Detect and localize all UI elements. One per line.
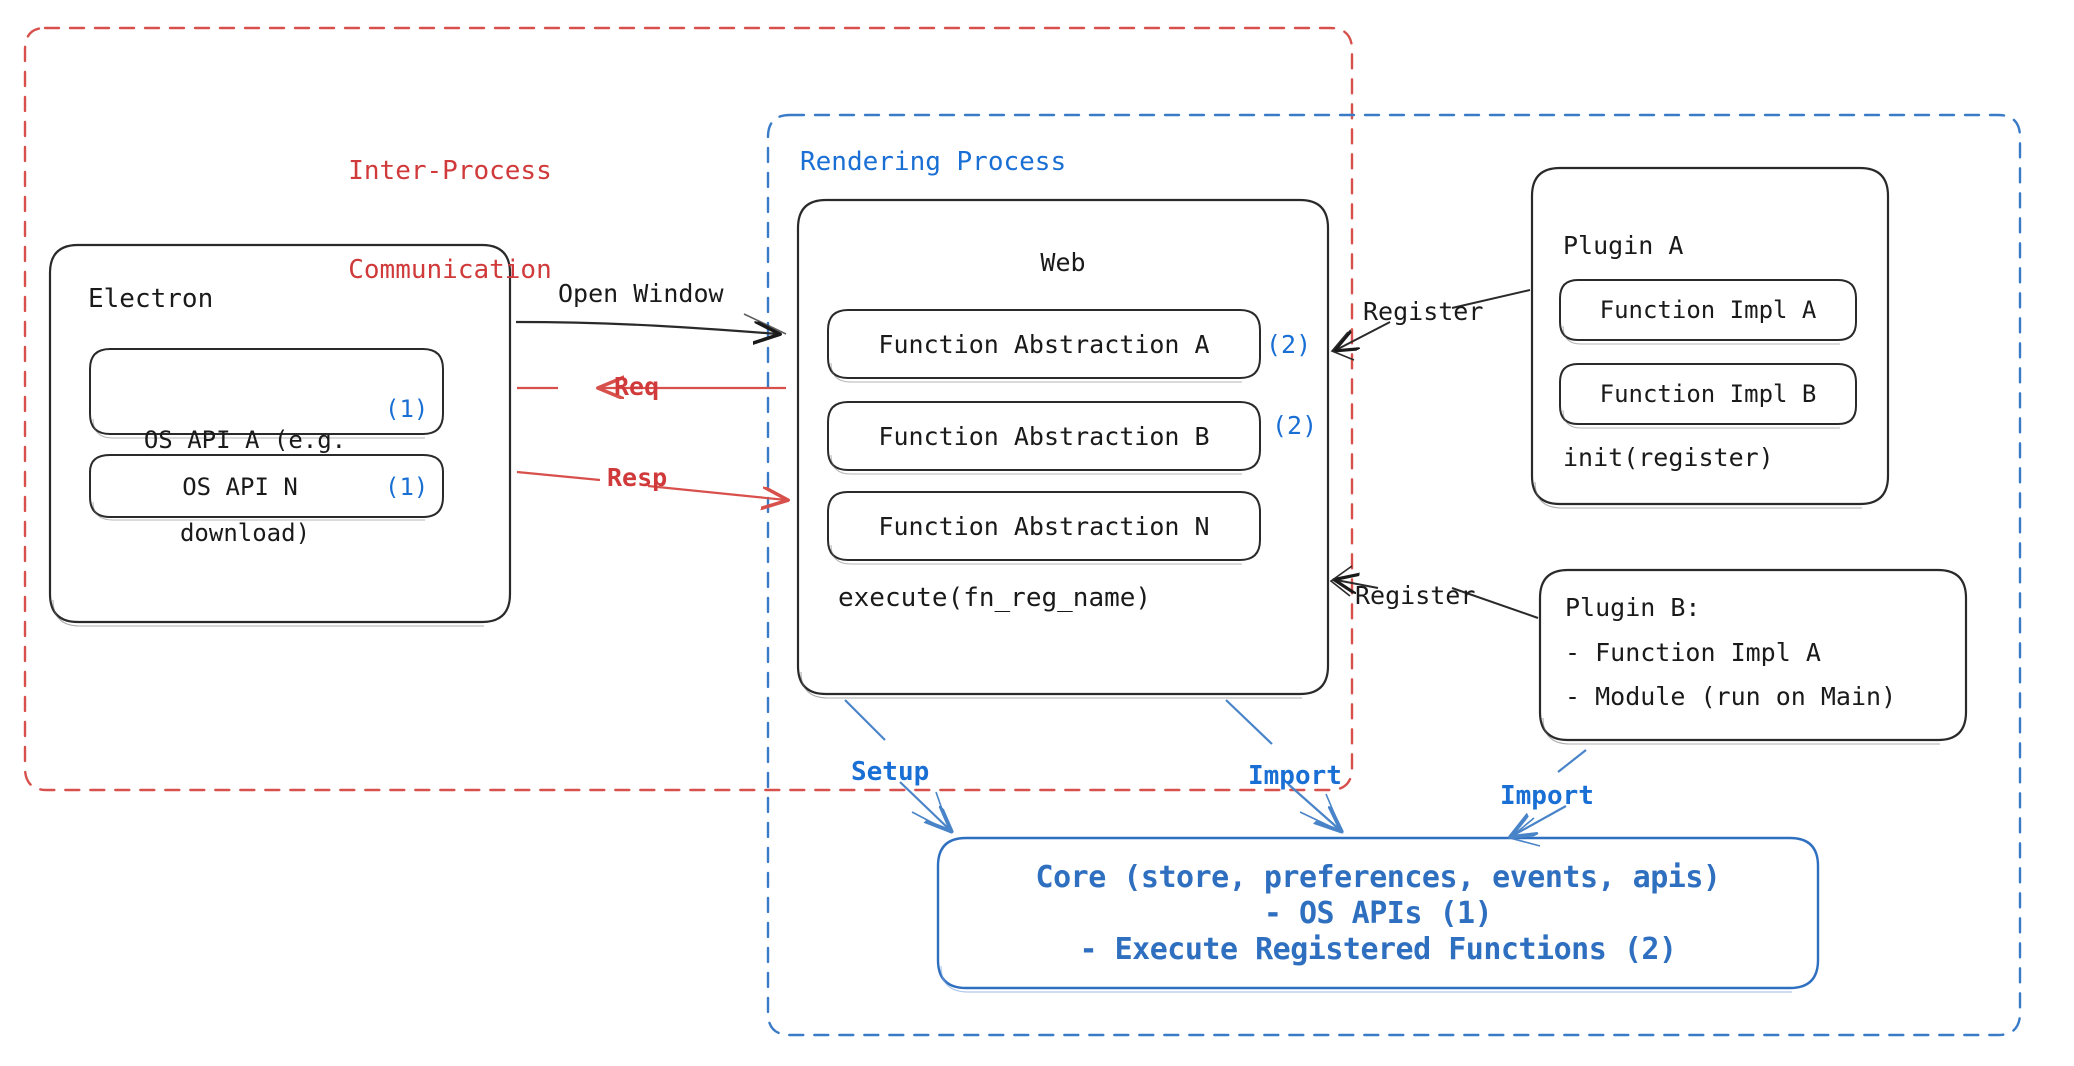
- core-line-3: - Execute Registered Functions (2): [1079, 932, 1677, 967]
- function-abstraction-n-box[interactable]: Function Abstraction N: [828, 492, 1260, 560]
- os-api-n-box[interactable]: OS API N (1): [90, 455, 443, 517]
- plugin-a-init-label: init(register): [1563, 443, 1774, 472]
- ipc-container-label: Inter-Process Communication: [348, 155, 552, 286]
- function-abstraction-a-box[interactable]: Function Abstraction A: [828, 310, 1260, 378]
- function-impl-a-label: Function Impl A: [1599, 296, 1817, 324]
- plugin-b-line-2: - Module (run on Main): [1565, 682, 1897, 711]
- edge-label-import-plugin: Import: [1500, 781, 1594, 811]
- edge-label-req: Req: [614, 372, 660, 401]
- rendering-process-label: Rendering Process: [800, 147, 1067, 177]
- function-abstraction-b-label: Function Abstraction B: [878, 422, 1210, 451]
- electron-title: Electron: [88, 284, 214, 314]
- function-impl-b-box[interactable]: Function Impl B: [1560, 364, 1856, 424]
- edge-label-register-b: Register: [1355, 581, 1476, 610]
- function-abstraction-b-box[interactable]: Function Abstraction B: [828, 402, 1260, 470]
- edge-label-resp: Resp: [607, 463, 668, 492]
- core-line-1: Core (store, preferences, events, apis): [1035, 860, 1721, 895]
- edge-label-setup: Setup: [851, 757, 930, 787]
- function-abstraction-b-marker: (2): [1272, 411, 1318, 440]
- os-api-a-label: OS API A (e.g. download): [143, 426, 347, 547]
- plugin-b-line-1: - Function Impl A: [1565, 638, 1821, 667]
- plugin-b-title: Plugin B:: [1565, 593, 1701, 622]
- plugin-a-title: Plugin A: [1563, 231, 1684, 260]
- web-execute-label: execute(fn_reg_name): [838, 583, 1152, 613]
- function-abstraction-a-marker: (2): [1266, 330, 1312, 359]
- core-box[interactable]: Core (store, preferences, events, apis) …: [938, 838, 1818, 988]
- function-abstraction-a-label: Function Abstraction A: [878, 330, 1210, 359]
- function-impl-b-label: Function Impl B: [1599, 380, 1817, 408]
- os-api-n-marker: (1): [385, 473, 429, 501]
- os-api-a-marker: (1): [385, 395, 429, 423]
- edge-label-open-window: Open Window: [558, 279, 724, 308]
- edge-label-register-a: Register: [1363, 297, 1484, 326]
- function-impl-a-box[interactable]: Function Impl A: [1560, 280, 1856, 340]
- web-title: Web: [1040, 248, 1086, 277]
- core-line-2: - OS APIs (1): [1263, 896, 1493, 931]
- os-api-a-box[interactable]: OS API A (e.g. download) (1): [90, 349, 443, 547]
- function-abstraction-n-label: Function Abstraction N: [878, 512, 1210, 541]
- os-api-n-label: OS API N: [182, 473, 298, 501]
- edge-label-import-web: Import: [1248, 761, 1342, 791]
